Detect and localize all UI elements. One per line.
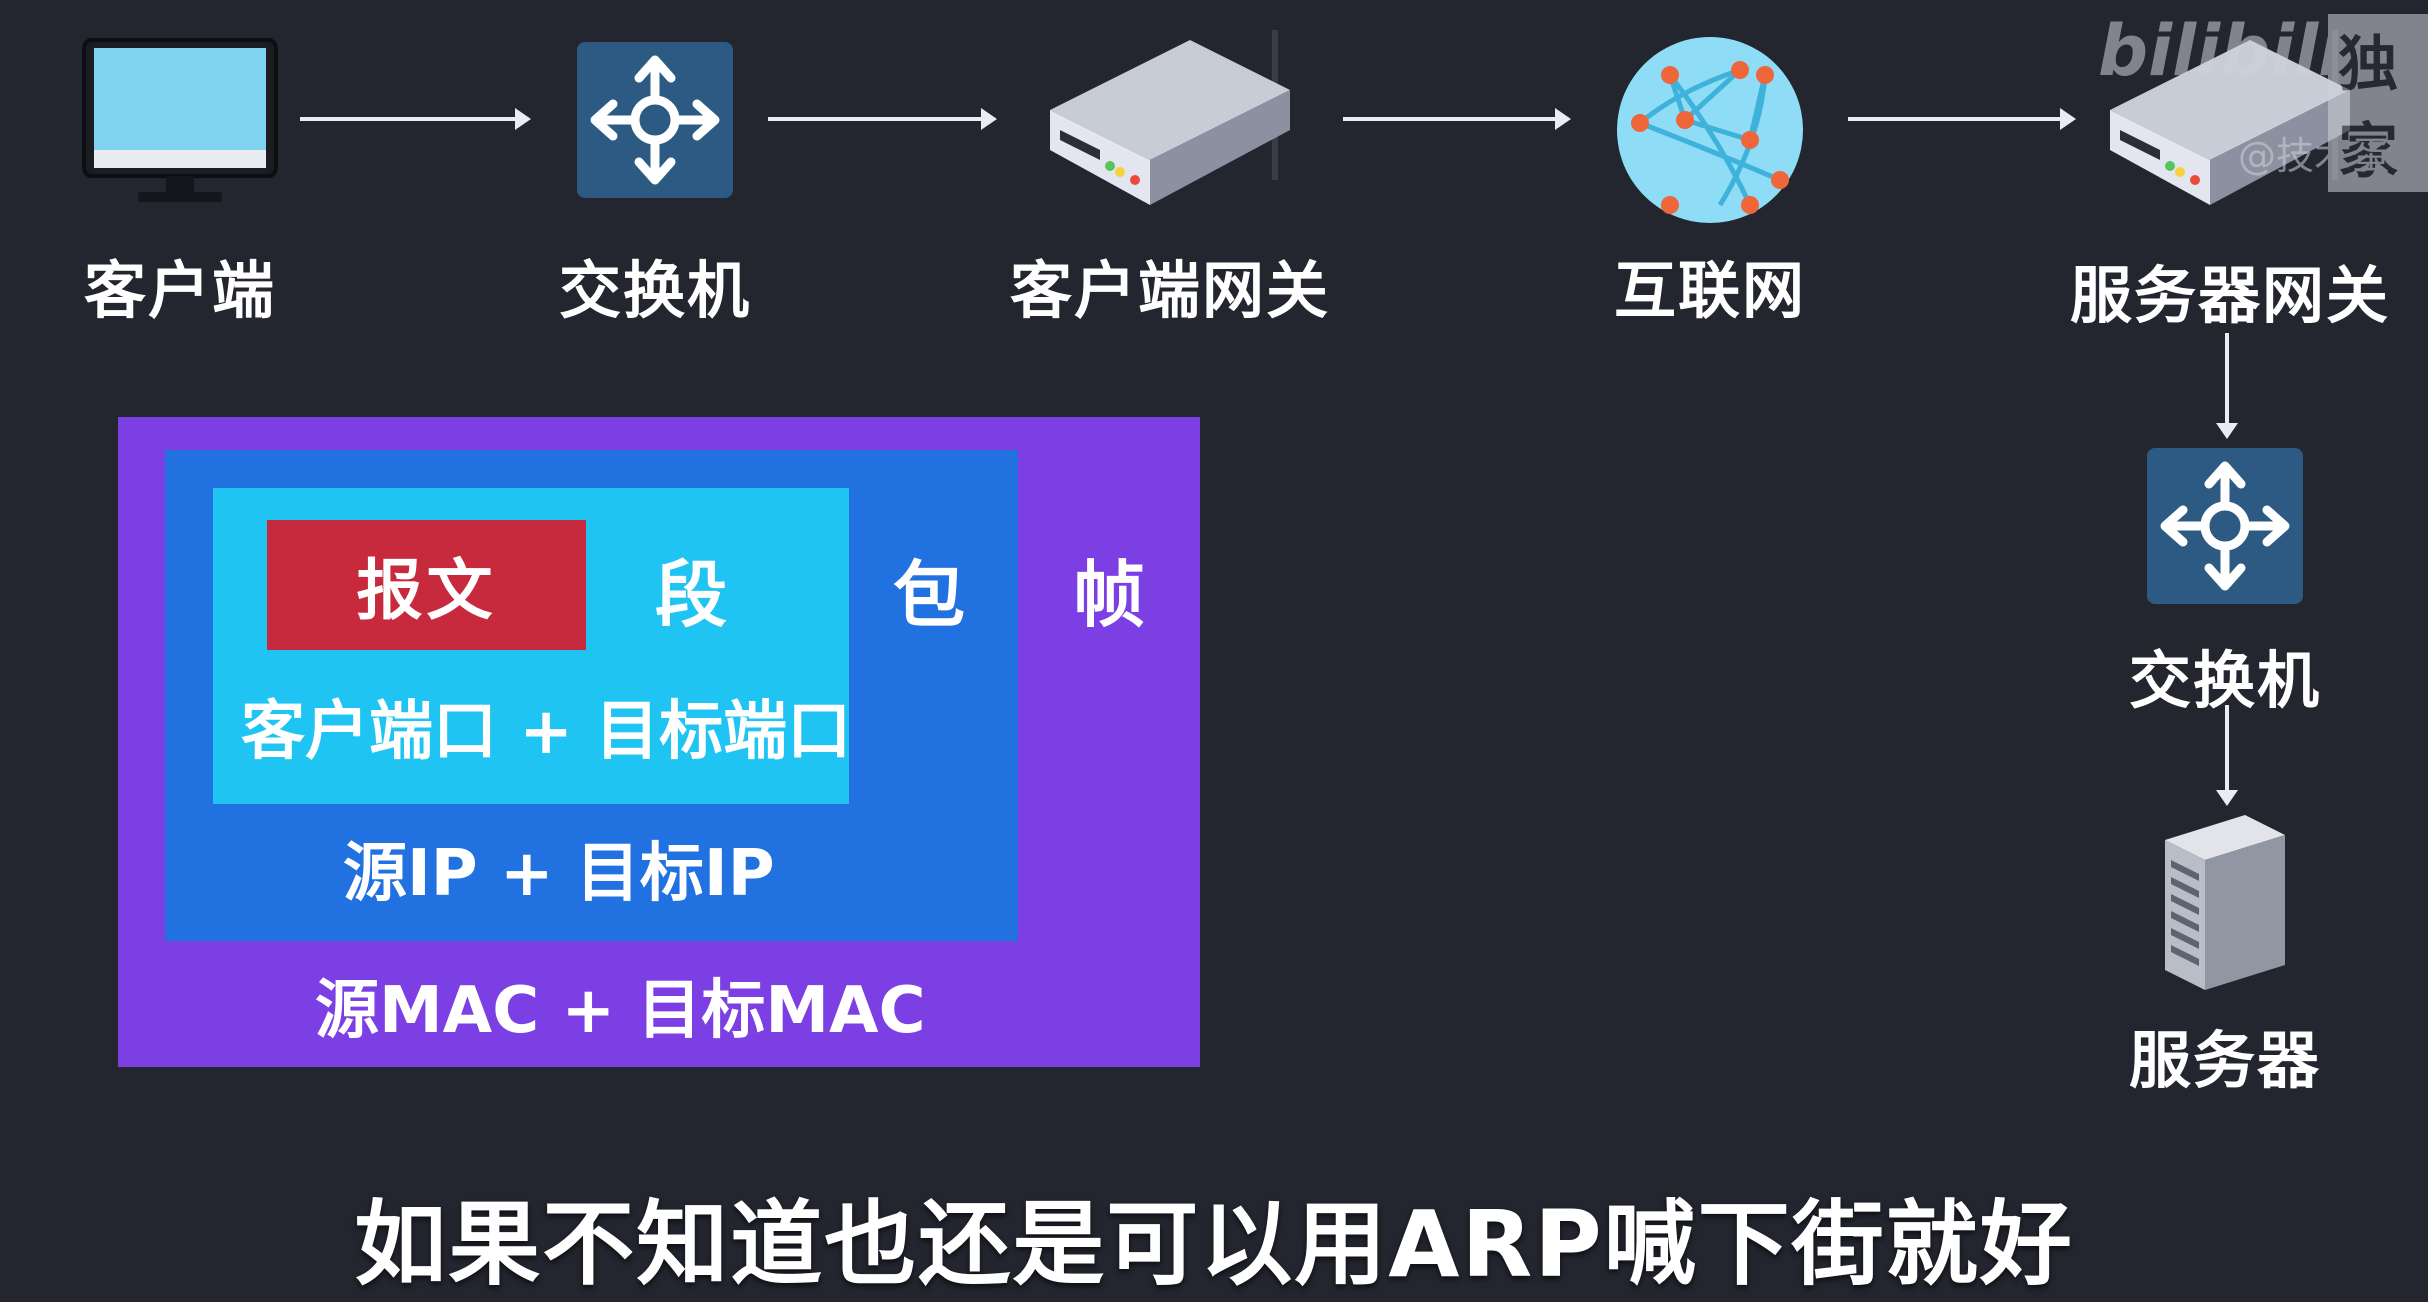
bilibili-logo: bilibili — [2098, 10, 2343, 92]
switch-label: 交换机 — [558, 254, 751, 327]
server-gateway-node: 服务器网关 — [2050, 20, 2410, 332]
switch-node: 交换机 — [540, 30, 770, 330]
author-tag: @技术蛋老 — [2238, 134, 2428, 178]
switch-icon — [577, 42, 733, 198]
packet-title: 包 — [893, 553, 966, 637]
flow-arrow-down — [2216, 705, 2238, 806]
ips-text: 源IP + 目标IP — [343, 837, 775, 911]
flow-arrow — [768, 108, 997, 130]
client-gateway-label: 客户端网关 — [1009, 254, 1330, 327]
subtitle: 如果不知道也还是可以用ARP喊下街就好 — [354, 1191, 2074, 1298]
segment-title: 段 — [655, 553, 728, 637]
globe-icon — [1617, 37, 1803, 223]
client-gateway-node: 客户端网关 — [990, 20, 1350, 330]
flow-arrow — [1848, 108, 2076, 130]
router-icon — [1050, 30, 1290, 205]
switch-icon — [2147, 448, 2303, 604]
packet-layer: 报文 段 客户端口 + 目标端口 包 源IP + 目标IP — [165, 450, 1018, 941]
server-switch-label: 交换机 — [2128, 644, 2321, 717]
flow-arrow-down — [2216, 333, 2238, 439]
exclusive-tag: 独家 — [2328, 14, 2428, 192]
server-gateway-label: 服务器网关 — [2069, 259, 2390, 332]
macs-text: 源MAC + 目标MAC — [315, 974, 926, 1048]
server-node: 服务器 — [2110, 805, 2340, 1097]
segment-layer: 报文 段 客户端口 + 目标端口 — [213, 488, 852, 804]
internet-node: 互联网 — [1590, 30, 1830, 330]
internet-label: 互联网 — [1613, 254, 1806, 327]
message-block: 报文 — [267, 520, 586, 650]
server-switch-node: 交换机 — [2110, 448, 2340, 717]
monitor-icon — [82, 38, 278, 202]
server-tower-icon — [2165, 815, 2285, 990]
frame-title: 帧 — [1073, 553, 1146, 637]
ports-text: 客户端口 + 目标端口 — [241, 695, 852, 769]
server-label: 服务器 — [2128, 1024, 2321, 1097]
flow-arrow — [1343, 108, 1571, 130]
flow-arrow — [300, 108, 531, 130]
client-node: 客户端 — [60, 30, 300, 330]
bilibili-watermark: bilibili 独家 @技术蛋老 — [2098, 10, 2428, 192]
frame-layer: 报文 段 客户端口 + 目标端口 包 源IP + 目标IP 帧 源MAC + 目… — [118, 417, 1200, 1067]
client-label: 客户端 — [83, 254, 276, 327]
